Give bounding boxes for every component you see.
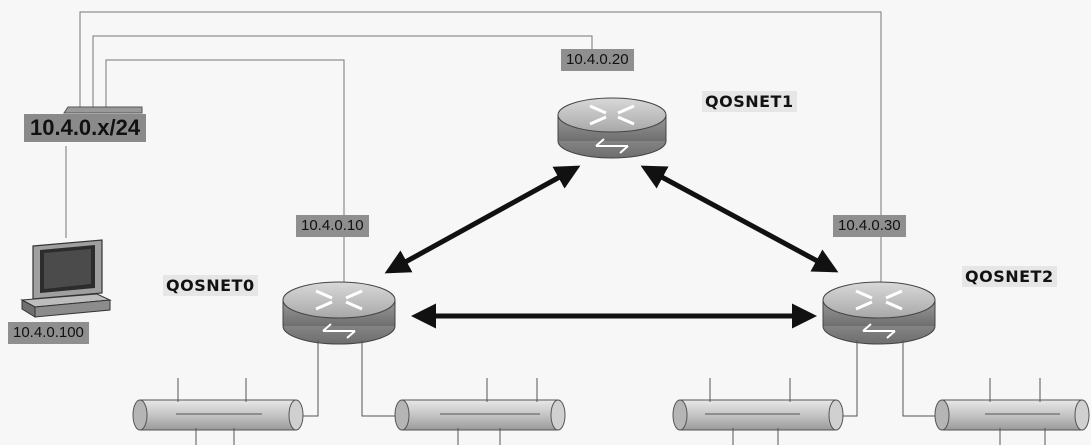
lan-segment-3 bbox=[673, 378, 843, 445]
arrow-qosnet0-qosnet1 bbox=[389, 168, 576, 271]
lan-segment-4 bbox=[935, 378, 1089, 445]
lan-segment-2 bbox=[395, 378, 565, 445]
router-icon-qosnet1 bbox=[558, 98, 666, 158]
link-subnet-qosnet0 bbox=[106, 60, 344, 288]
qosnet1-ip-label: 10.4.0.20 bbox=[561, 49, 634, 71]
qosnet0-name-label: QOSNET0 bbox=[163, 275, 258, 296]
computer-icon bbox=[22, 240, 110, 317]
link-subnet-qosnet1 bbox=[93, 36, 592, 107]
qosnet2-ip-label: 10.4.0.30 bbox=[833, 215, 906, 237]
management-links bbox=[66, 12, 881, 288]
link-subnet-qosnet2 bbox=[80, 12, 881, 282]
router-icon-qosnet2 bbox=[823, 282, 935, 344]
lan-segments bbox=[133, 378, 1089, 445]
qosnet1-name-label: QOSNET1 bbox=[702, 91, 797, 112]
qosnet2-name-label: QOSNET2 bbox=[962, 266, 1057, 287]
router-links bbox=[389, 168, 834, 316]
subnet-label: 10.4.0.x/24 bbox=[24, 114, 146, 142]
qosnet0-ip-label: 10.4.0.10 bbox=[296, 215, 369, 237]
host-ip-label: 10.4.0.100 bbox=[8, 322, 89, 344]
subnet-switch bbox=[64, 107, 142, 113]
router-icon-qosnet0 bbox=[283, 282, 395, 344]
lan-drops bbox=[300, 340, 938, 416]
lan-segment-1 bbox=[133, 378, 303, 445]
arrow-qosnet1-qosnet2 bbox=[645, 168, 834, 270]
